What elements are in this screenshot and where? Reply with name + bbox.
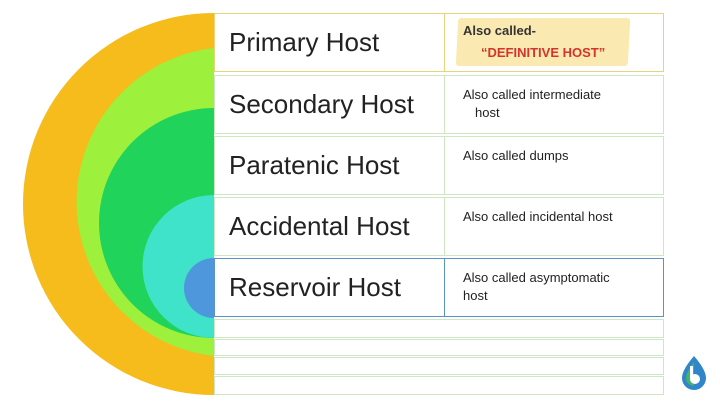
accidental-host-row: Accidental Host Also called incidental h…: [214, 197, 664, 256]
secondary-host-description-line1: Also called intermediate: [463, 87, 602, 102]
empty-row: [214, 376, 664, 395]
reservoir-host-name: Reservoir Host: [229, 272, 401, 302]
accidental-host-description: Also called incidental host: [444, 198, 663, 255]
brand-logo-icon: [682, 356, 706, 390]
reservoir-host-ring: [184, 258, 214, 318]
paratenic-host-name: Paratenic Host: [229, 150, 400, 180]
reservoir-host-description-line2: host: [463, 288, 488, 303]
empty-row: [214, 319, 664, 338]
empty-row: [214, 339, 664, 356]
reservoir-host-row: Reservoir Host Also called asymptomatic …: [214, 258, 664, 317]
primary-host-description: Also called- “DEFINITIVE HOST”: [444, 14, 663, 71]
reservoir-host-description-line1: Also called asymptomatic: [463, 270, 610, 285]
empty-row: [214, 357, 664, 375]
reservoir-host-description: Also called asymptomatic host: [444, 259, 663, 316]
secondary-host-name: Secondary Host: [229, 89, 414, 119]
primary-host-row: Primary Host Also called- “DEFINITIVE HO…: [214, 13, 664, 72]
definitive-host-label: “DEFINITIVE HOST”: [481, 45, 606, 60]
accidental-host-name: Accidental Host: [229, 211, 410, 241]
paratenic-host-row: Paratenic Host Also called dumps: [214, 136, 664, 195]
secondary-host-description-line2: host: [475, 105, 500, 120]
paratenic-host-description: Also called dumps: [444, 137, 663, 194]
primary-host-name: Primary Host: [229, 27, 380, 57]
primary-host-also-called: Also called-: [463, 23, 536, 38]
accidental-host-description-text: Also called incidental host: [463, 209, 613, 224]
secondary-host-description: Also called intermediate host: [444, 76, 663, 133]
secondary-host-row: Secondary Host Also called intermediate …: [214, 75, 664, 134]
paratenic-host-description-text: Also called dumps: [463, 148, 569, 163]
